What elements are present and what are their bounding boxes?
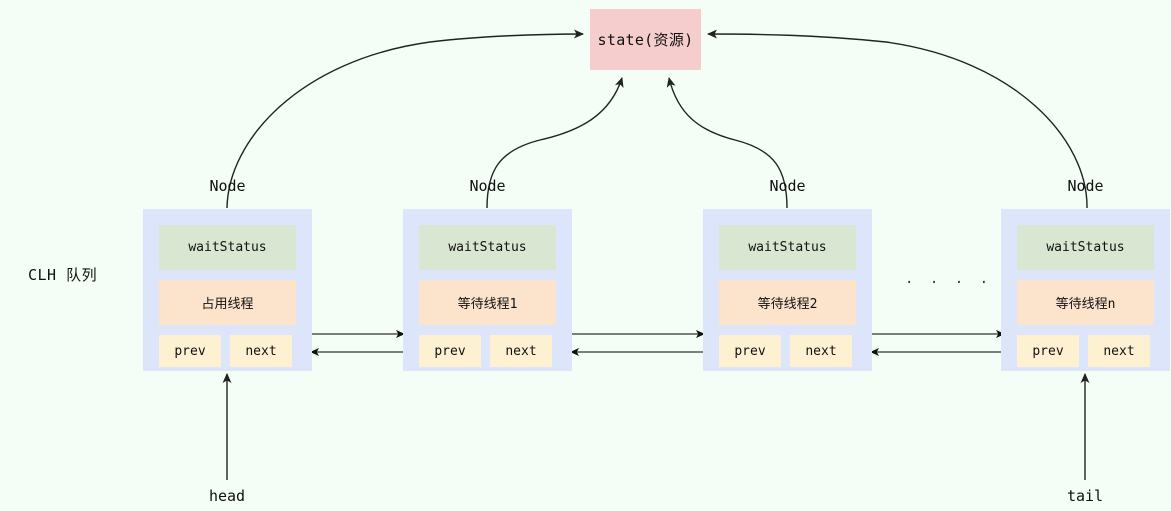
queue-title-label: CLH 队列 xyxy=(28,266,98,284)
node-1-prev[interactable]: prev xyxy=(159,335,221,367)
node-4-box: waitStatus 等待线程n prev next xyxy=(1001,209,1170,371)
node-4-prev[interactable]: prev xyxy=(1017,335,1079,367)
curve-node4-to-state xyxy=(707,29,1088,209)
node-3-waitstatus[interactable]: waitStatus xyxy=(719,225,856,270)
node-4-next[interactable]: next xyxy=(1088,335,1150,367)
node-2-box: waitStatus 等待线程1 prev next xyxy=(403,209,572,371)
node-3-next[interactable]: next xyxy=(790,335,852,367)
node-1-waitstatus[interactable]: waitStatus xyxy=(159,225,296,270)
node-2-title: Node xyxy=(469,177,506,195)
node-4-waitstatus[interactable]: waitStatus xyxy=(1017,225,1154,270)
state-label: state(资源) xyxy=(597,31,694,49)
node-3-prev[interactable]: prev xyxy=(719,335,781,367)
node-4[interactable]: Node waitStatus 等待线程n prev next xyxy=(1001,177,1170,371)
node-4-thread[interactable]: 等待线程n xyxy=(1017,280,1154,325)
curve-node2-to-state xyxy=(486,77,624,209)
node-1[interactable]: Node waitStatus 占用线程 prev next xyxy=(143,177,312,371)
node-2[interactable]: Node waitStatus 等待线程1 prev next xyxy=(403,177,572,371)
node-3-thread[interactable]: 等待线程2 xyxy=(719,280,856,325)
node-3-box: waitStatus 等待线程2 prev next xyxy=(703,209,872,371)
node-2-waitstatus[interactable]: waitStatus xyxy=(419,225,556,270)
node-1-box: waitStatus 占用线程 prev next xyxy=(143,209,312,371)
node-4-title: Node xyxy=(1067,177,1104,195)
curve-node1-to-state xyxy=(226,29,584,209)
node-1-next[interactable]: next xyxy=(230,335,292,367)
node-1-title: Node xyxy=(209,177,246,195)
state-box[interactable]: state(资源) xyxy=(590,9,701,70)
head-label: head xyxy=(208,487,246,505)
node-2-prev[interactable]: prev xyxy=(419,335,481,367)
node-2-thread[interactable]: 等待线程1 xyxy=(419,280,556,325)
node-3[interactable]: Node waitStatus 等待线程2 prev next xyxy=(703,177,872,371)
tail-label: tail xyxy=(1066,487,1104,505)
node-2-next[interactable]: next xyxy=(490,335,552,367)
node-3-title: Node xyxy=(769,177,806,195)
node-1-thread[interactable]: 占用线程 xyxy=(159,280,296,325)
